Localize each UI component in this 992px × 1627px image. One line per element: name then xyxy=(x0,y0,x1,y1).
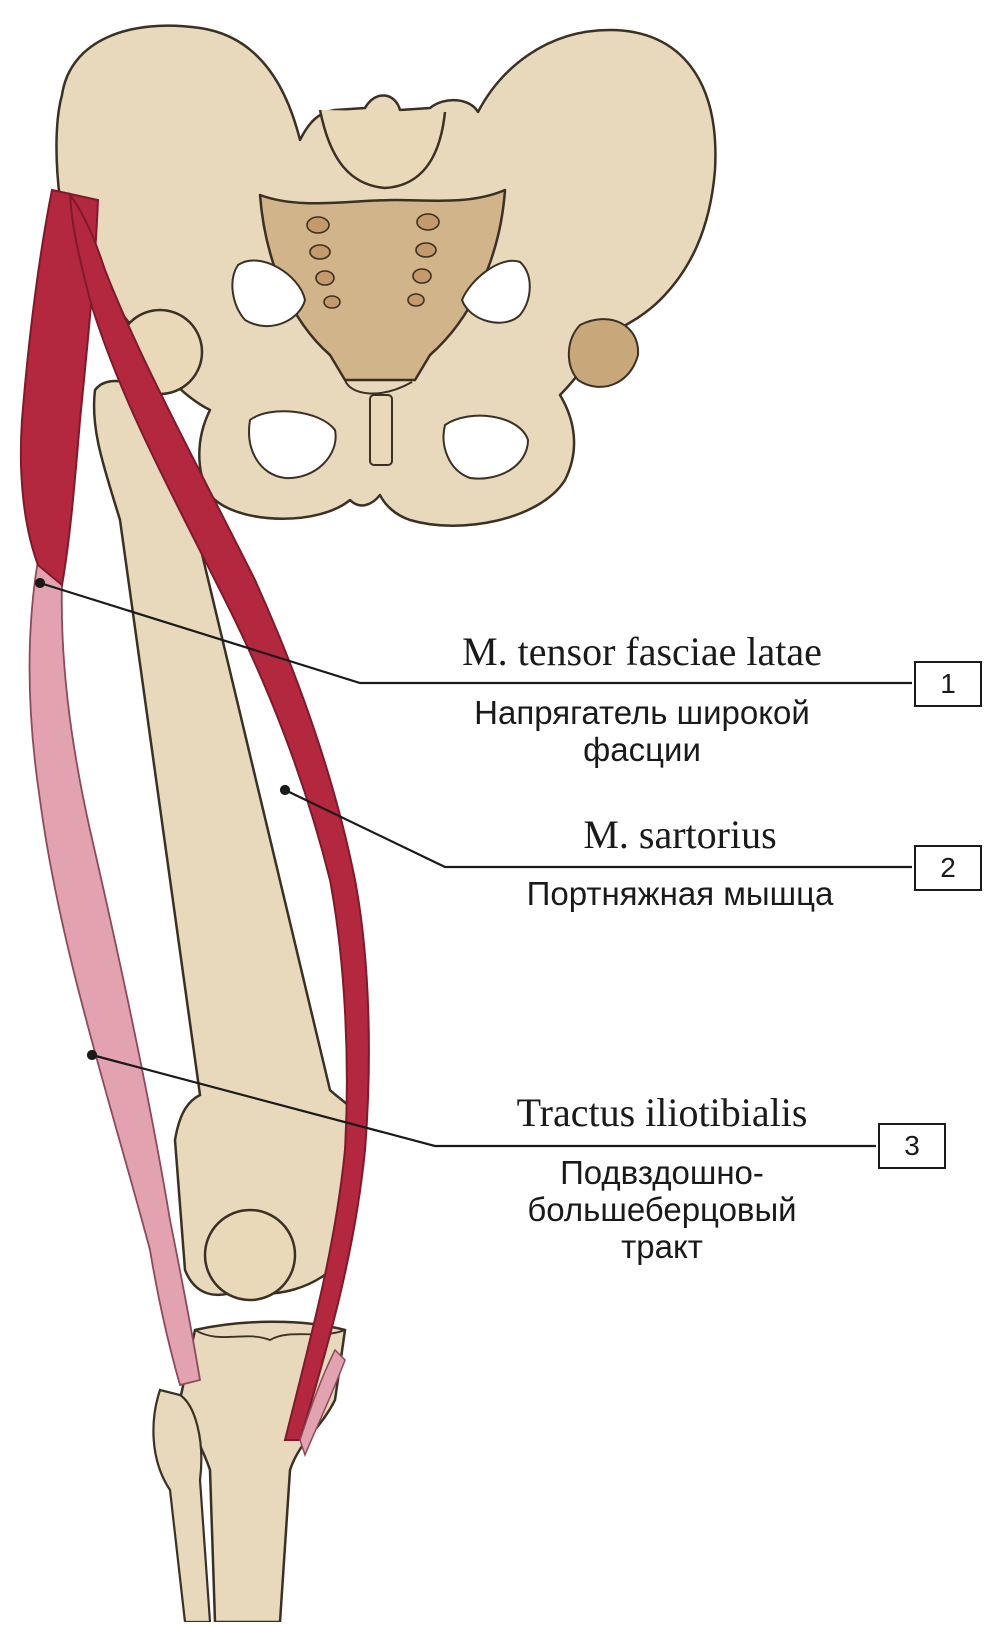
label-2-russian: Портняжная мышца xyxy=(527,876,834,913)
label-3-number-box: 3 xyxy=(878,1123,946,1169)
label-2-russian-line-1: Портняжная мышца xyxy=(527,876,834,913)
label-2-number-box: 2 xyxy=(914,845,982,891)
label-1-latin: M. tensor fasciae latae xyxy=(462,632,822,672)
label-2-latin: M. sartorius xyxy=(583,815,776,855)
label-3-russian-line-3: тракт xyxy=(527,1229,796,1266)
label-1-russian-line-1: Напрягатель широкой xyxy=(474,695,810,732)
label-3-russian-line-1: Подвздошно- xyxy=(527,1155,796,1192)
label-3-russian: Подвздошно- большеберцовый тракт xyxy=(527,1155,796,1266)
label-3-latin: Tractus iliotibialis xyxy=(517,1093,808,1133)
label-1-number-box: 1 xyxy=(914,661,982,707)
label-3-russian-line-2: большеберцовый xyxy=(527,1192,796,1229)
label-1-russian: Напрягатель широкой фасции xyxy=(474,695,810,769)
label-1-russian-line-2: фасции xyxy=(474,732,810,769)
